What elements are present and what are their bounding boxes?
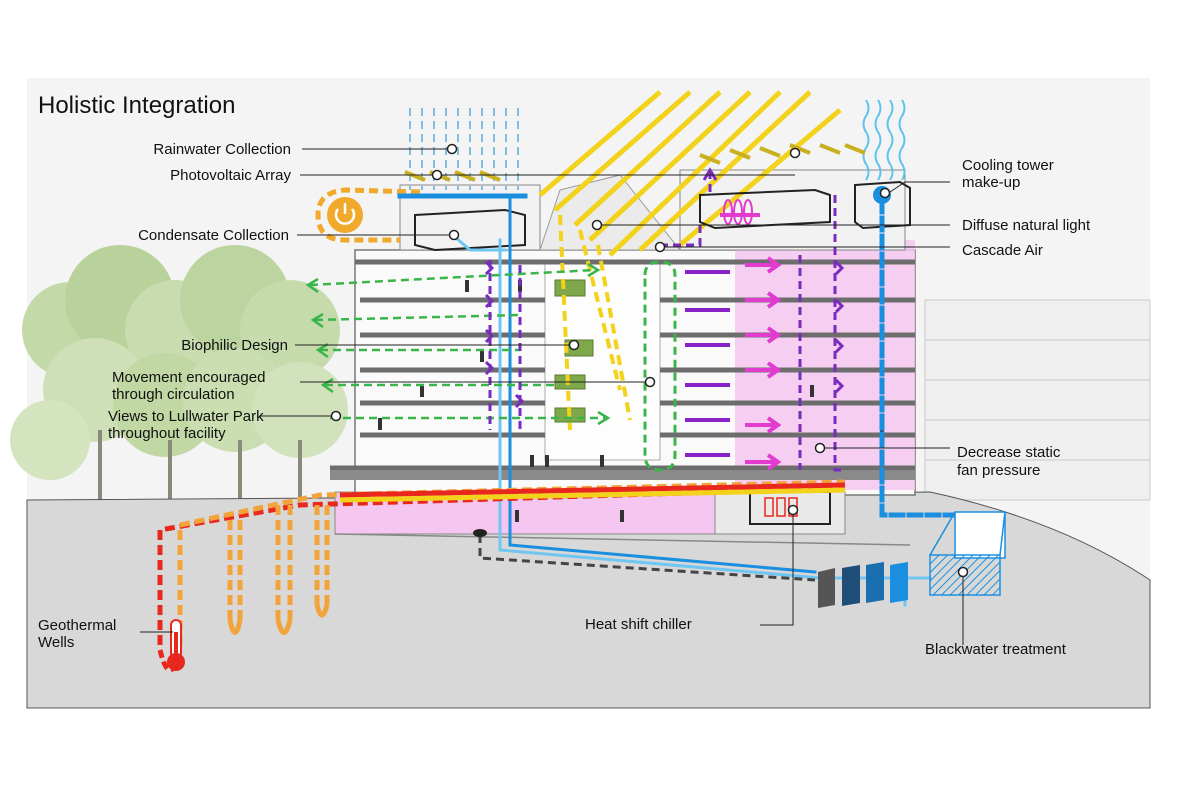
label-cooling-line1: Cooling tower [962, 157, 1054, 174]
drain-inlet [473, 529, 487, 537]
views-arrowheads [305, 262, 611, 426]
label-geothermal-line2: Wells [38, 634, 74, 651]
label-decrease-line1: Decrease static [957, 444, 1061, 461]
ground [26, 491, 1151, 709]
drain-line [478, 535, 816, 582]
label-biophilic-design: Biophilic Design [181, 337, 288, 354]
label-heat-shift-chiller: Heat shift chiller [585, 616, 692, 633]
diagram-title: Holistic Integration [38, 92, 235, 119]
trees [10, 245, 348, 500]
label-views-line2: throughout facility [108, 425, 226, 442]
label-views-line1: Views to Lullwater Park [108, 408, 264, 425]
label-decrease-line2: fan pressure [957, 462, 1040, 479]
label-photovoltaic-array: Photovoltaic Array [170, 167, 291, 184]
label-blackwater-treatment: Blackwater treatment [925, 641, 1067, 658]
air-handler-coils [723, 199, 753, 225]
label-geothermal-line1: Geothermal [38, 617, 116, 634]
power-glyph [334, 203, 356, 225]
label-condensate-collection: Condensate Collection [138, 227, 289, 244]
label-cooling-line2: make-up [962, 174, 1020, 191]
light-shafts [558, 214, 632, 431]
cascade-arrowheads [484, 167, 845, 409]
background-building [924, 299, 1151, 501]
storage-tanks [818, 562, 908, 608]
label-rainwater-collection: Rainwater Collection [153, 141, 291, 158]
label-movement-line1: Movement encouraged [112, 369, 265, 386]
label-movement-line2: through circulation [112, 386, 235, 403]
label-cascade-air: Cascade Air [962, 242, 1043, 259]
label-diffuse-natural-light: Diffuse natural light [962, 217, 1091, 234]
solar-loop [315, 187, 421, 243]
supply-air-arrows [685, 270, 730, 457]
callout-markers [330, 143, 969, 578]
sunlight-rays [538, 90, 842, 257]
circulation-pill [643, 260, 677, 472]
thermometer-icon [167, 619, 185, 671]
blackwater-tank [929, 511, 1006, 596]
power-icon [327, 197, 363, 233]
cooling-waves [862, 99, 906, 181]
leader-lines [140, 148, 964, 645]
fan-arrows [720, 213, 782, 471]
